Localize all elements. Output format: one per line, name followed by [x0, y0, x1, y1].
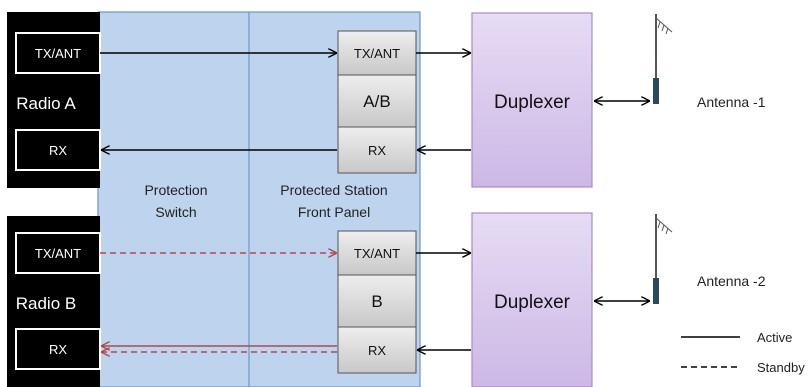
- stack-b-bottom-label: RX: [368, 343, 386, 358]
- antenna-1-label: Antenna -1: [697, 94, 766, 110]
- protection-switch-line1: Protection: [144, 182, 207, 198]
- radio-a: TX/ANT Radio A RX: [7, 12, 101, 188]
- radio-b-tx-label: TX/ANT: [35, 246, 81, 261]
- front-panel-stack-b: TX/ANT B RX: [337, 230, 417, 374]
- stack-a-middle-label: A/B: [363, 92, 390, 111]
- radio-b-rx-port[interactable]: [15, 328, 101, 370]
- legend-standby-label: Standby: [757, 360, 805, 375]
- antenna-1-icon: [653, 14, 673, 104]
- radio-a-rx-label: RX: [49, 143, 67, 158]
- radio-a-rx-port[interactable]: [15, 129, 101, 171]
- antenna-2-label: Antenna -2: [697, 273, 766, 289]
- radio-a-name: Radio A: [16, 94, 76, 113]
- radio-b-name: Radio B: [16, 294, 76, 313]
- front-panel-line1: Protected Station: [280, 182, 387, 198]
- stack-a-top-label: TX/ANT: [354, 46, 400, 61]
- duplexer-1: [471, 12, 593, 188]
- radio-b-rx-label: RX: [49, 342, 67, 357]
- stack-b-middle-label: B: [371, 292, 382, 311]
- stack-b-top-label: TX/ANT: [354, 246, 400, 261]
- stack-a-rx-port[interactable]: [337, 126, 417, 174]
- radio-a-tx-label: TX/ANT: [35, 46, 81, 61]
- stack-a-switch[interactable]: [337, 74, 417, 128]
- duplexer-2: [471, 212, 593, 387]
- legend: Active Standby: [681, 330, 805, 375]
- stack-b-switch[interactable]: [337, 274, 417, 328]
- antenna-2-icon: [653, 214, 673, 304]
- radio-b: TX/ANT Radio B RX: [7, 216, 101, 387]
- protection-switch-line2: Switch: [155, 204, 196, 220]
- radio-a-tx-port[interactable]: [15, 32, 101, 74]
- duplexer-1-label: Duplexer: [494, 92, 571, 113]
- legend-active-label: Active: [757, 330, 792, 345]
- front-panel-stack-a: TX/ANT A/B RX: [337, 30, 417, 174]
- stack-a-tx-port[interactable]: [337, 30, 417, 76]
- duplexer-2-label: Duplexer: [494, 292, 571, 313]
- front-panel-line2: Front Panel: [298, 204, 370, 220]
- stack-a-bottom-label: RX: [368, 143, 386, 158]
- stack-b-rx-port[interactable]: [337, 326, 417, 374]
